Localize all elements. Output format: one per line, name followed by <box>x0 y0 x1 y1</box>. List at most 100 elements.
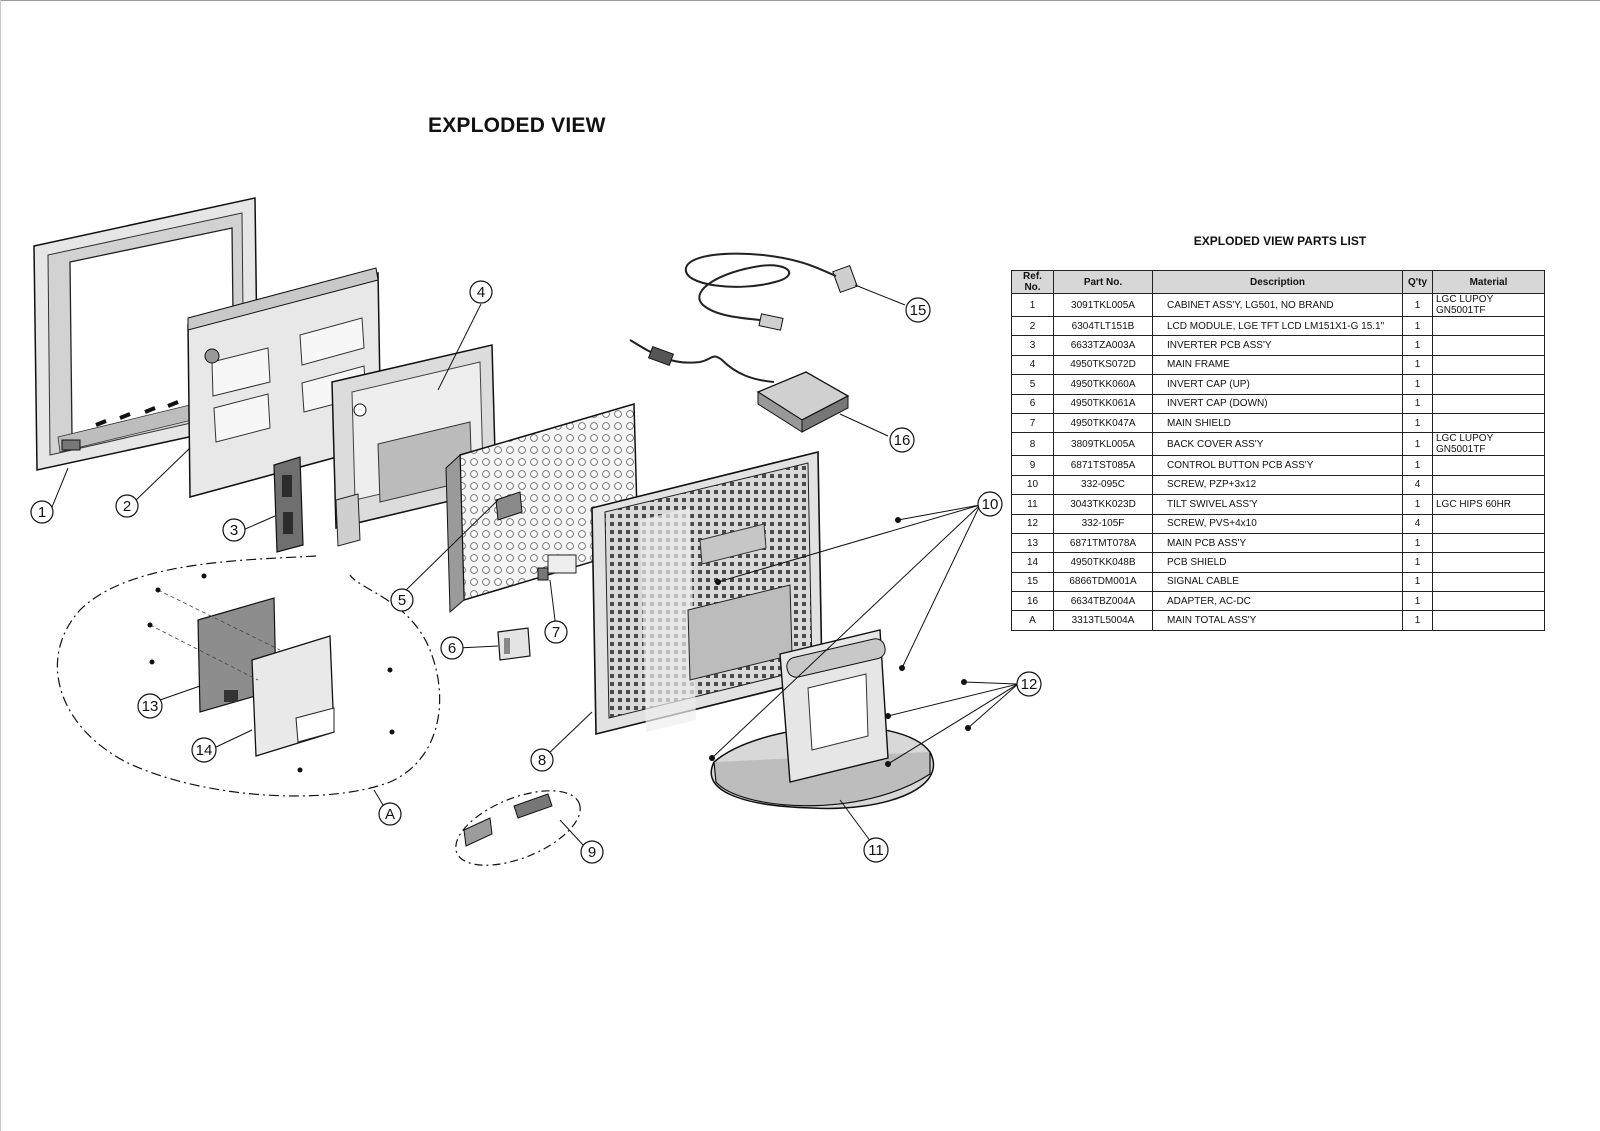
svg-text:15: 15 <box>910 302 927 319</box>
material-cell <box>1432 552 1545 573</box>
description-cell: INVERT CAP (DOWN) <box>1152 393 1403 414</box>
description-cell: BACK COVER ASS'Y <box>1152 432 1403 457</box>
qty-cell: 1 <box>1402 571 1433 593</box>
description-cell: INVERTER PCB ASS'Y <box>1152 335 1403 356</box>
header-material: Material <box>1432 270 1545 294</box>
callout-5: 5 <box>390 588 414 612</box>
callout-1: 1 <box>30 500 54 524</box>
parts-list-title: EXPLODED VIEW PARTS LIST <box>1193 234 1367 248</box>
material-cell <box>1432 374 1545 395</box>
qty-cell: 1 <box>1402 315 1433 337</box>
callout-3: 3 <box>222 518 246 542</box>
qty-cell: 1 <box>1402 494 1433 515</box>
qty-cell: 1 <box>1402 610 1433 631</box>
svg-text:14: 14 <box>196 742 213 759</box>
callout-9: 9 <box>580 840 604 864</box>
svg-text:13: 13 <box>142 698 159 715</box>
ref-no-cell: 1 <box>1011 293 1054 317</box>
material-cell <box>1432 412 1545 434</box>
ref-no-cell: 4 <box>1011 354 1054 376</box>
ref-no-cell: 6 <box>1011 393 1054 414</box>
svg-text:4: 4 <box>477 284 485 301</box>
back-cover <box>591 450 823 736</box>
svg-text:7: 7 <box>552 624 560 641</box>
callout-11: 11 <box>863 837 889 863</box>
part-no-cell: 3043TKK023D <box>1053 494 1153 515</box>
callout-12: 12 <box>1016 671 1042 697</box>
material-cell <box>1432 532 1545 554</box>
part-no-cell: 4950TKK048B <box>1053 552 1153 573</box>
qty-cell: 1 <box>1402 293 1433 317</box>
control-button-pcb <box>455 790 581 866</box>
material-cell: LGC HIPS 60HR <box>1432 494 1545 515</box>
part-no-cell: 6634TBZ004A <box>1053 591 1153 612</box>
ref-no-cell: A <box>1011 610 1054 631</box>
material-cell <box>1432 610 1545 631</box>
qty-cell: 4 <box>1402 513 1433 534</box>
qty-cell: 1 <box>1402 374 1433 395</box>
material-cell: LGC LUPOY GN5001TF <box>1432 432 1545 457</box>
description-cell: ADAPTER, AC-DC <box>1152 591 1403 612</box>
description-cell: PCB SHIELD <box>1152 552 1403 573</box>
material-cell <box>1432 335 1545 356</box>
material-cell: LGC LUPOY GN5001TF <box>1432 293 1545 317</box>
svg-text:1: 1 <box>38 504 46 521</box>
material-cell <box>1432 591 1545 612</box>
callout-leaders <box>49 303 875 847</box>
callout-16: 16 <box>889 427 915 453</box>
callout-2: 2 <box>115 494 139 518</box>
part-no-cell: 332-095C <box>1053 474 1153 496</box>
part-no-cell: 3091TKL005A <box>1053 293 1153 317</box>
header-part-no: Part No. <box>1053 270 1153 294</box>
part-no-cell: 332-105F <box>1053 513 1153 534</box>
ref-no-cell: 16 <box>1011 591 1054 612</box>
page-title: EXPLODED VIEW <box>428 114 606 137</box>
material-cell <box>1432 354 1545 376</box>
svg-text:2: 2 <box>123 498 131 515</box>
ref-no-cell: 2 <box>1011 315 1054 337</box>
svg-text:9: 9 <box>588 844 596 861</box>
callout-13: 13 <box>137 693 163 719</box>
invert-cap-down <box>497 627 531 661</box>
description-cell: MAIN SHIELD <box>1152 412 1403 434</box>
description-cell: SCREW, PZP+3x12 <box>1152 474 1403 496</box>
material-cell <box>1432 315 1545 337</box>
qty-cell: 1 <box>1402 432 1433 457</box>
header-description: Description <box>1152 270 1403 294</box>
part-no-cell: 4950TKK060A <box>1053 374 1153 395</box>
part-no-cell: 6633TZA003A <box>1053 335 1153 356</box>
callout-8: 8 <box>530 748 554 772</box>
part-no-cell: 6304TLT151B <box>1053 315 1153 337</box>
ref-no-cell: 13 <box>1011 532 1054 554</box>
qty-cell: 1 <box>1402 412 1433 434</box>
part-no-cell: 6871TST085A <box>1053 455 1153 476</box>
callout-14: 14 <box>191 737 217 763</box>
part-no-cell: 3809TKL005A <box>1053 432 1153 457</box>
material-cell <box>1432 513 1545 534</box>
tilt-swivel-stand <box>710 629 935 810</box>
ref-no-cell: 7 <box>1011 412 1054 434</box>
header-ref-no: Ref. No. <box>1011 270 1054 294</box>
callout-6: 6 <box>440 636 464 660</box>
ref-no-cell: 8 <box>1011 432 1054 457</box>
part-no-cell: 3313TL5004A <box>1053 610 1153 631</box>
qty-cell: 4 <box>1402 474 1433 496</box>
qty-cell: 1 <box>1402 354 1433 376</box>
description-cell: CONTROL BUTTON PCB ASS'Y <box>1152 455 1403 476</box>
svg-text:6: 6 <box>448 640 456 657</box>
inverter-pcb <box>273 456 304 553</box>
material-cell <box>1432 455 1545 476</box>
detail-a-group <box>56 555 441 797</box>
qty-cell: 1 <box>1402 335 1433 356</box>
svg-text:3: 3 <box>230 522 238 539</box>
